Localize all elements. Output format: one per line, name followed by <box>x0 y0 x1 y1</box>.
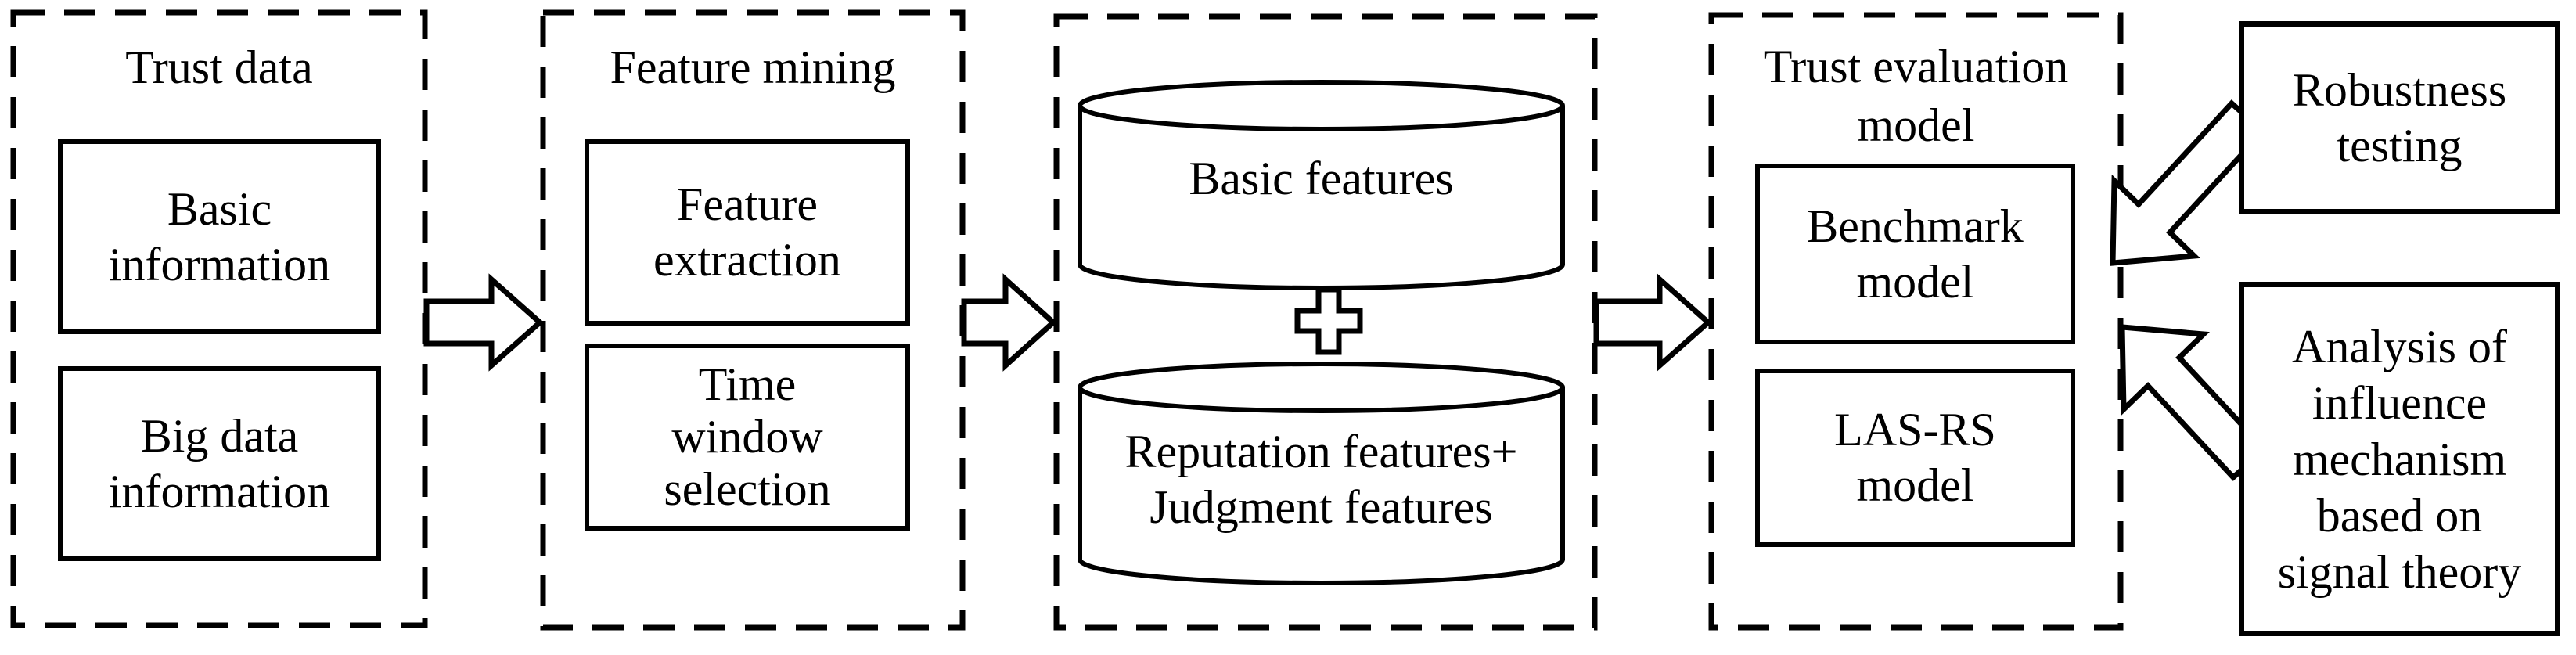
analysis-label-line4: based on <box>2316 489 2483 542</box>
las-rs-model-box: LAS-RS model <box>1755 369 2075 547</box>
combined-features-label-line1: Reputation features+ <box>1124 426 1518 477</box>
basic-features-cylinder-label-wrap: Basic features <box>1080 151 1563 206</box>
benchmark-model-box: Benchmark model <box>1755 164 2075 344</box>
basic-information-label-line1: Basic <box>167 182 272 235</box>
trust-data-panel-title: Trust data <box>125 41 313 93</box>
benchmark-model-label-line2: model <box>1856 255 1974 308</box>
database-cylinder-icon-combined <box>1078 362 1565 585</box>
analysis-label-line1: Analysis of <box>2292 320 2507 372</box>
basic-information-box: Basic information <box>58 139 381 334</box>
big-data-information-box: Big data information <box>58 366 381 561</box>
arrow-right-icon-3 <box>1593 273 1713 372</box>
las-rs-model-label-line2: model <box>1856 459 1974 511</box>
trust-evaluation-panel-title: Trust evaluation model <box>1711 38 2121 155</box>
basic-features-label: Basic features <box>1189 152 1454 204</box>
analysis-label-line5: signal theory <box>2277 545 2522 598</box>
time-window-selection-box: Time window selection <box>585 344 910 531</box>
database-cylinder-icon-basic <box>1078 80 1565 290</box>
combined-features-cylinder-label-wrap: Reputation features+ Judgment features <box>1080 425 1563 534</box>
time-window-label-line1: Time <box>698 358 797 410</box>
robustness-testing-label-line1: Robustness <box>2292 63 2507 116</box>
arrow-right-icon-1 <box>423 273 545 372</box>
time-window-label-line3: selection <box>664 463 831 515</box>
plus-icon <box>1294 286 1363 355</box>
arrow-right-icon-2 <box>961 273 1058 372</box>
feature-extraction-label-line1: Feature <box>677 178 818 230</box>
feature-extraction-label-line2: extraction <box>653 234 841 286</box>
feature-extraction-box: Feature extraction <box>585 139 910 326</box>
analysis-label-line2: influence <box>2312 376 2488 429</box>
las-rs-model-label-line1: LAS-RS <box>1834 404 1996 455</box>
arrow-up-left-icon <box>2119 324 2268 481</box>
benchmark-model-label-line1: Benchmark <box>1807 200 2024 252</box>
robustness-testing-label-line2: testing <box>2337 119 2463 171</box>
analysis-label-line3: mechanism <box>2292 433 2507 485</box>
trust-evaluation-title-line1: Trust evaluation <box>1763 41 2069 92</box>
combined-features-label-line2: Judgment features <box>1149 481 1493 533</box>
trust-evaluation-title-line2: model <box>1857 99 1975 151</box>
big-data-information-label-line2: information <box>108 465 331 517</box>
feature-mining-panel-title: Feature mining <box>610 41 896 93</box>
analysis-influence-mechanism-box: Analysis of influence mechanism based on… <box>2239 282 2560 636</box>
basic-information-label-line2: information <box>108 238 331 290</box>
time-window-label-line2: window <box>671 411 823 462</box>
big-data-information-label-line1: Big data <box>140 409 299 462</box>
trust-evaluation-panel-outline <box>1708 12 2124 631</box>
robustness-testing-box: Robustness testing <box>2239 21 2560 214</box>
